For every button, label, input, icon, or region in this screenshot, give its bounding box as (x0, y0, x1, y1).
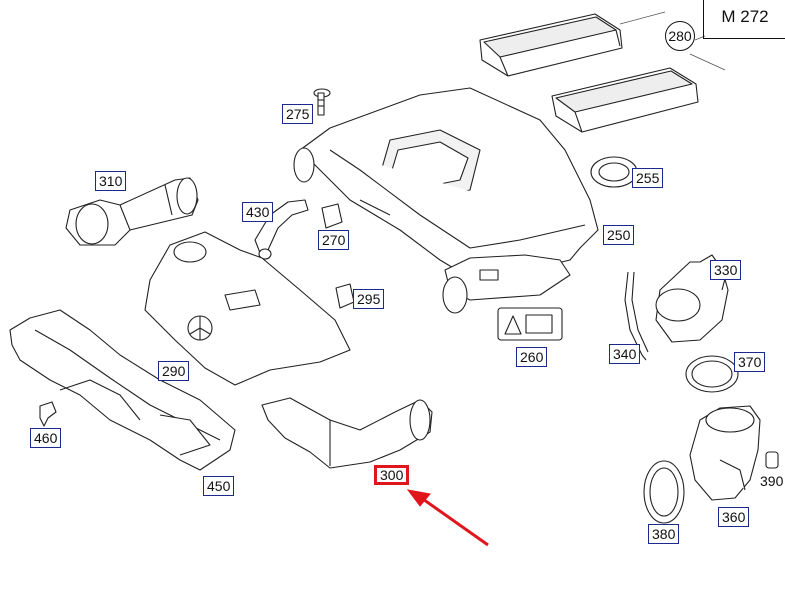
callout-370[interactable]: 370 (734, 352, 766, 372)
highlight-arrow (406, 489, 489, 547)
hose-430 (254, 199, 309, 260)
air-filter-element-top (479, 13, 623, 77)
callout-255[interactable]: 255 (632, 168, 664, 188)
callout-300[interactable]: 300 (374, 465, 410, 485)
air-duct-300 (261, 397, 433, 469)
callout-290[interactable]: 290 (158, 361, 190, 381)
callout-450[interactable]: 450 (203, 476, 235, 496)
seal-ring-255 (590, 156, 638, 188)
clip-460 (39, 401, 57, 427)
callout-310[interactable]: 310 (95, 171, 127, 191)
callout-295[interactable]: 295 (353, 289, 385, 309)
cowl-panel-450 (9, 309, 236, 471)
callout-340[interactable]: 340 (609, 344, 641, 364)
air-duct-310 (65, 177, 199, 246)
ring-370 (685, 355, 739, 393)
gasket-340 (624, 271, 649, 361)
air-filter-element-bottom (551, 67, 699, 133)
warning-label-260 (497, 307, 563, 341)
callout-390[interactable]: 390 (760, 473, 784, 489)
air-mass-meter-330 (655, 254, 729, 343)
callout-275[interactable]: 275 (282, 104, 314, 124)
duct-360 (689, 405, 761, 501)
callout-460[interactable]: 460 (30, 428, 62, 448)
engine-cover-290 (144, 231, 351, 386)
callout-260[interactable]: 260 (516, 347, 548, 367)
callout-430[interactable]: 430 (242, 202, 274, 222)
clip-270 (321, 203, 343, 229)
callout-380[interactable]: 380 (648, 524, 680, 544)
clip-295 (335, 283, 355, 309)
callout-250[interactable]: 250 (603, 225, 635, 245)
seal-380 (643, 460, 685, 524)
callout-270[interactable]: 270 (318, 230, 350, 250)
air-filter-housing (293, 87, 599, 314)
screw-275 (313, 88, 331, 116)
engine-model-tag: M 272 (703, 0, 785, 39)
plug-390 (765, 451, 779, 469)
callout-280[interactable]: 280 (665, 21, 695, 51)
callout-360[interactable]: 360 (718, 507, 750, 527)
callout-330[interactable]: 330 (710, 260, 742, 280)
